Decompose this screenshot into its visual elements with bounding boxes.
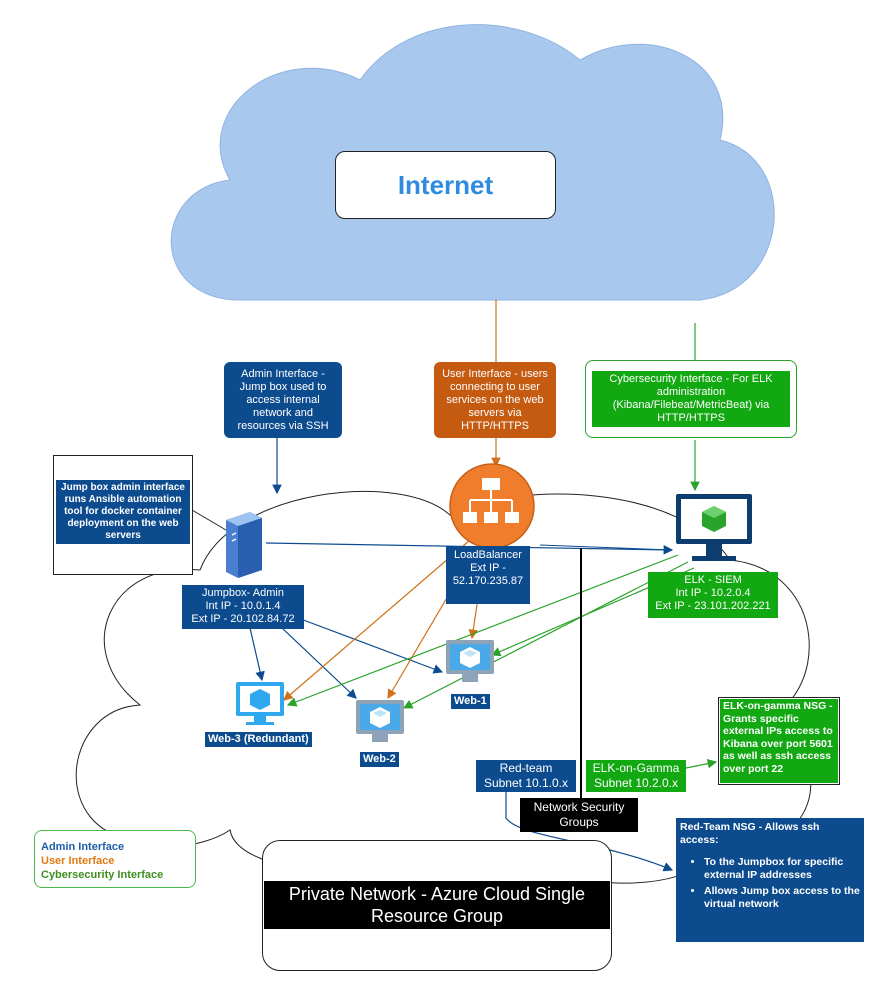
nsg-groups-label: Network Security Groups <box>520 798 638 832</box>
redteam-subnet-label: Red-team Subnet 10.1.0.x <box>476 760 576 792</box>
user-interface-box: User Interface - users connecting to use… <box>434 362 556 438</box>
elk-to-web3 <box>286 554 679 707</box>
redteam-subnet-range: Subnet 10.1.0.x <box>483 776 569 790</box>
elk-ext-ip: Ext IP - 23.101.202.221 <box>655 600 771 612</box>
private-network-box: Private Network - Azure Cloud Single Res… <box>262 840 612 971</box>
web1-label: Web-1 <box>451 694 490 709</box>
jumpbox-ext-ip: Ext IP - 20.102.84.72 <box>191 613 295 625</box>
elk-name: ELK - SIEM <box>684 574 742 586</box>
monitor-icon <box>676 494 752 561</box>
redteam-subnet-name: Red-team <box>499 761 553 775</box>
loadbalancer-name: LoadBalancer <box>454 549 522 561</box>
web2-label: Web-2 <box>360 752 399 767</box>
redteam-nsg-list: To the Jumpbox for specific external IP … <box>680 856 860 910</box>
admin-interface-box: Admin Interface - Jump box used to acces… <box>224 362 342 438</box>
note-connector <box>191 509 227 531</box>
legend: Admin Interface User Interface Cybersecu… <box>34 830 196 888</box>
private-network-title: Private Network - Azure Cloud Single Res… <box>264 881 610 929</box>
nsg-groups-line2: Groups <box>559 815 599 829</box>
vm-icon <box>356 700 404 742</box>
redteam-nsg-item: Allows Jump box access to the virtual ne… <box>704 885 860 910</box>
internet-label: Internet <box>397 169 494 200</box>
user-interface-text: User Interface - users connecting to use… <box>442 367 548 432</box>
jumpbox-to-web2 <box>281 627 357 699</box>
loadbalancer-ext-ip-label: Ext IP - <box>470 562 506 574</box>
server-icon <box>226 512 262 578</box>
elk-label: ELK - SIEM Int IP - 10.2.0.4 Ext IP - 23… <box>648 572 778 618</box>
cyber-interface-text: Cybersecurity Interface - For ELK admini… <box>592 371 790 427</box>
jumpbox-note: Jump box admin interface runs Ansible au… <box>53 455 193 575</box>
redteam-nsg-item: To the Jumpbox for specific external IP … <box>704 856 860 881</box>
internet-box: Internet <box>335 151 556 219</box>
jumpbox-to-web3 <box>249 627 265 682</box>
vm-icon <box>446 640 494 682</box>
elk-nsg-note: ELK-on-gamma NSG - Grants specific exter… <box>718 697 840 785</box>
web3-label: Web-3 (Redundant) <box>205 732 312 747</box>
elk-subnet-name: ELK-on-Gamma <box>592 761 680 775</box>
load-balancer-icon <box>449 463 535 549</box>
elk-nsg-text: ELK-on-gamma NSG - Grants specific exter… <box>720 699 838 783</box>
jumpbox-label: Jumpbox- Admin Int IP - 10.0.1.4 Ext IP … <box>182 585 304 629</box>
lb-to-elk <box>539 544 673 551</box>
redteam-nsg-note: Red-Team NSG - Allows ssh access: To the… <box>676 818 864 942</box>
redteam-nsg-title: Red-Team NSG - Allows ssh access: <box>680 821 820 846</box>
elk-subnet-label: ELK-on-Gamma Subnet 10.2.0.x <box>586 760 686 792</box>
jumpbox-note-text: Jump box admin interface runs Ansible au… <box>56 480 190 544</box>
legend-cyber: Cybersecurity Interface <box>41 869 164 881</box>
loadbalancer-label: LoadBalancer Ext IP - 52.170.235.87 <box>446 546 530 604</box>
elk-int-ip: Int IP - 10.2.0.4 <box>675 587 751 599</box>
admin-interface-text: Admin Interface - Jump box used to acces… <box>237 367 329 432</box>
elk-subnet-range: Subnet 10.2.0.x <box>593 776 679 790</box>
elk-to-web2 <box>402 561 689 709</box>
legend-user: User Interface <box>41 855 115 867</box>
jumpbox-name: Jumpbox- Admin <box>202 587 284 599</box>
lb-to-web3 <box>283 539 471 701</box>
jumpbox-to-web1 <box>297 617 444 674</box>
redteam-nsg-connector <box>505 792 674 872</box>
legend-admin: Admin Interface <box>41 841 125 853</box>
loadbalancer-ext-ip: 52.170.235.87 <box>452 575 524 587</box>
nsg-groups-line1: Network Security <box>533 800 625 814</box>
cyber-interface-box: Cybersecurity Interface - For ELK admini… <box>585 360 797 438</box>
elk-nsg-connector <box>685 758 718 769</box>
monitor-icon <box>236 682 284 725</box>
jumpbox-int-ip: Int IP - 10.0.1.4 <box>205 600 281 612</box>
